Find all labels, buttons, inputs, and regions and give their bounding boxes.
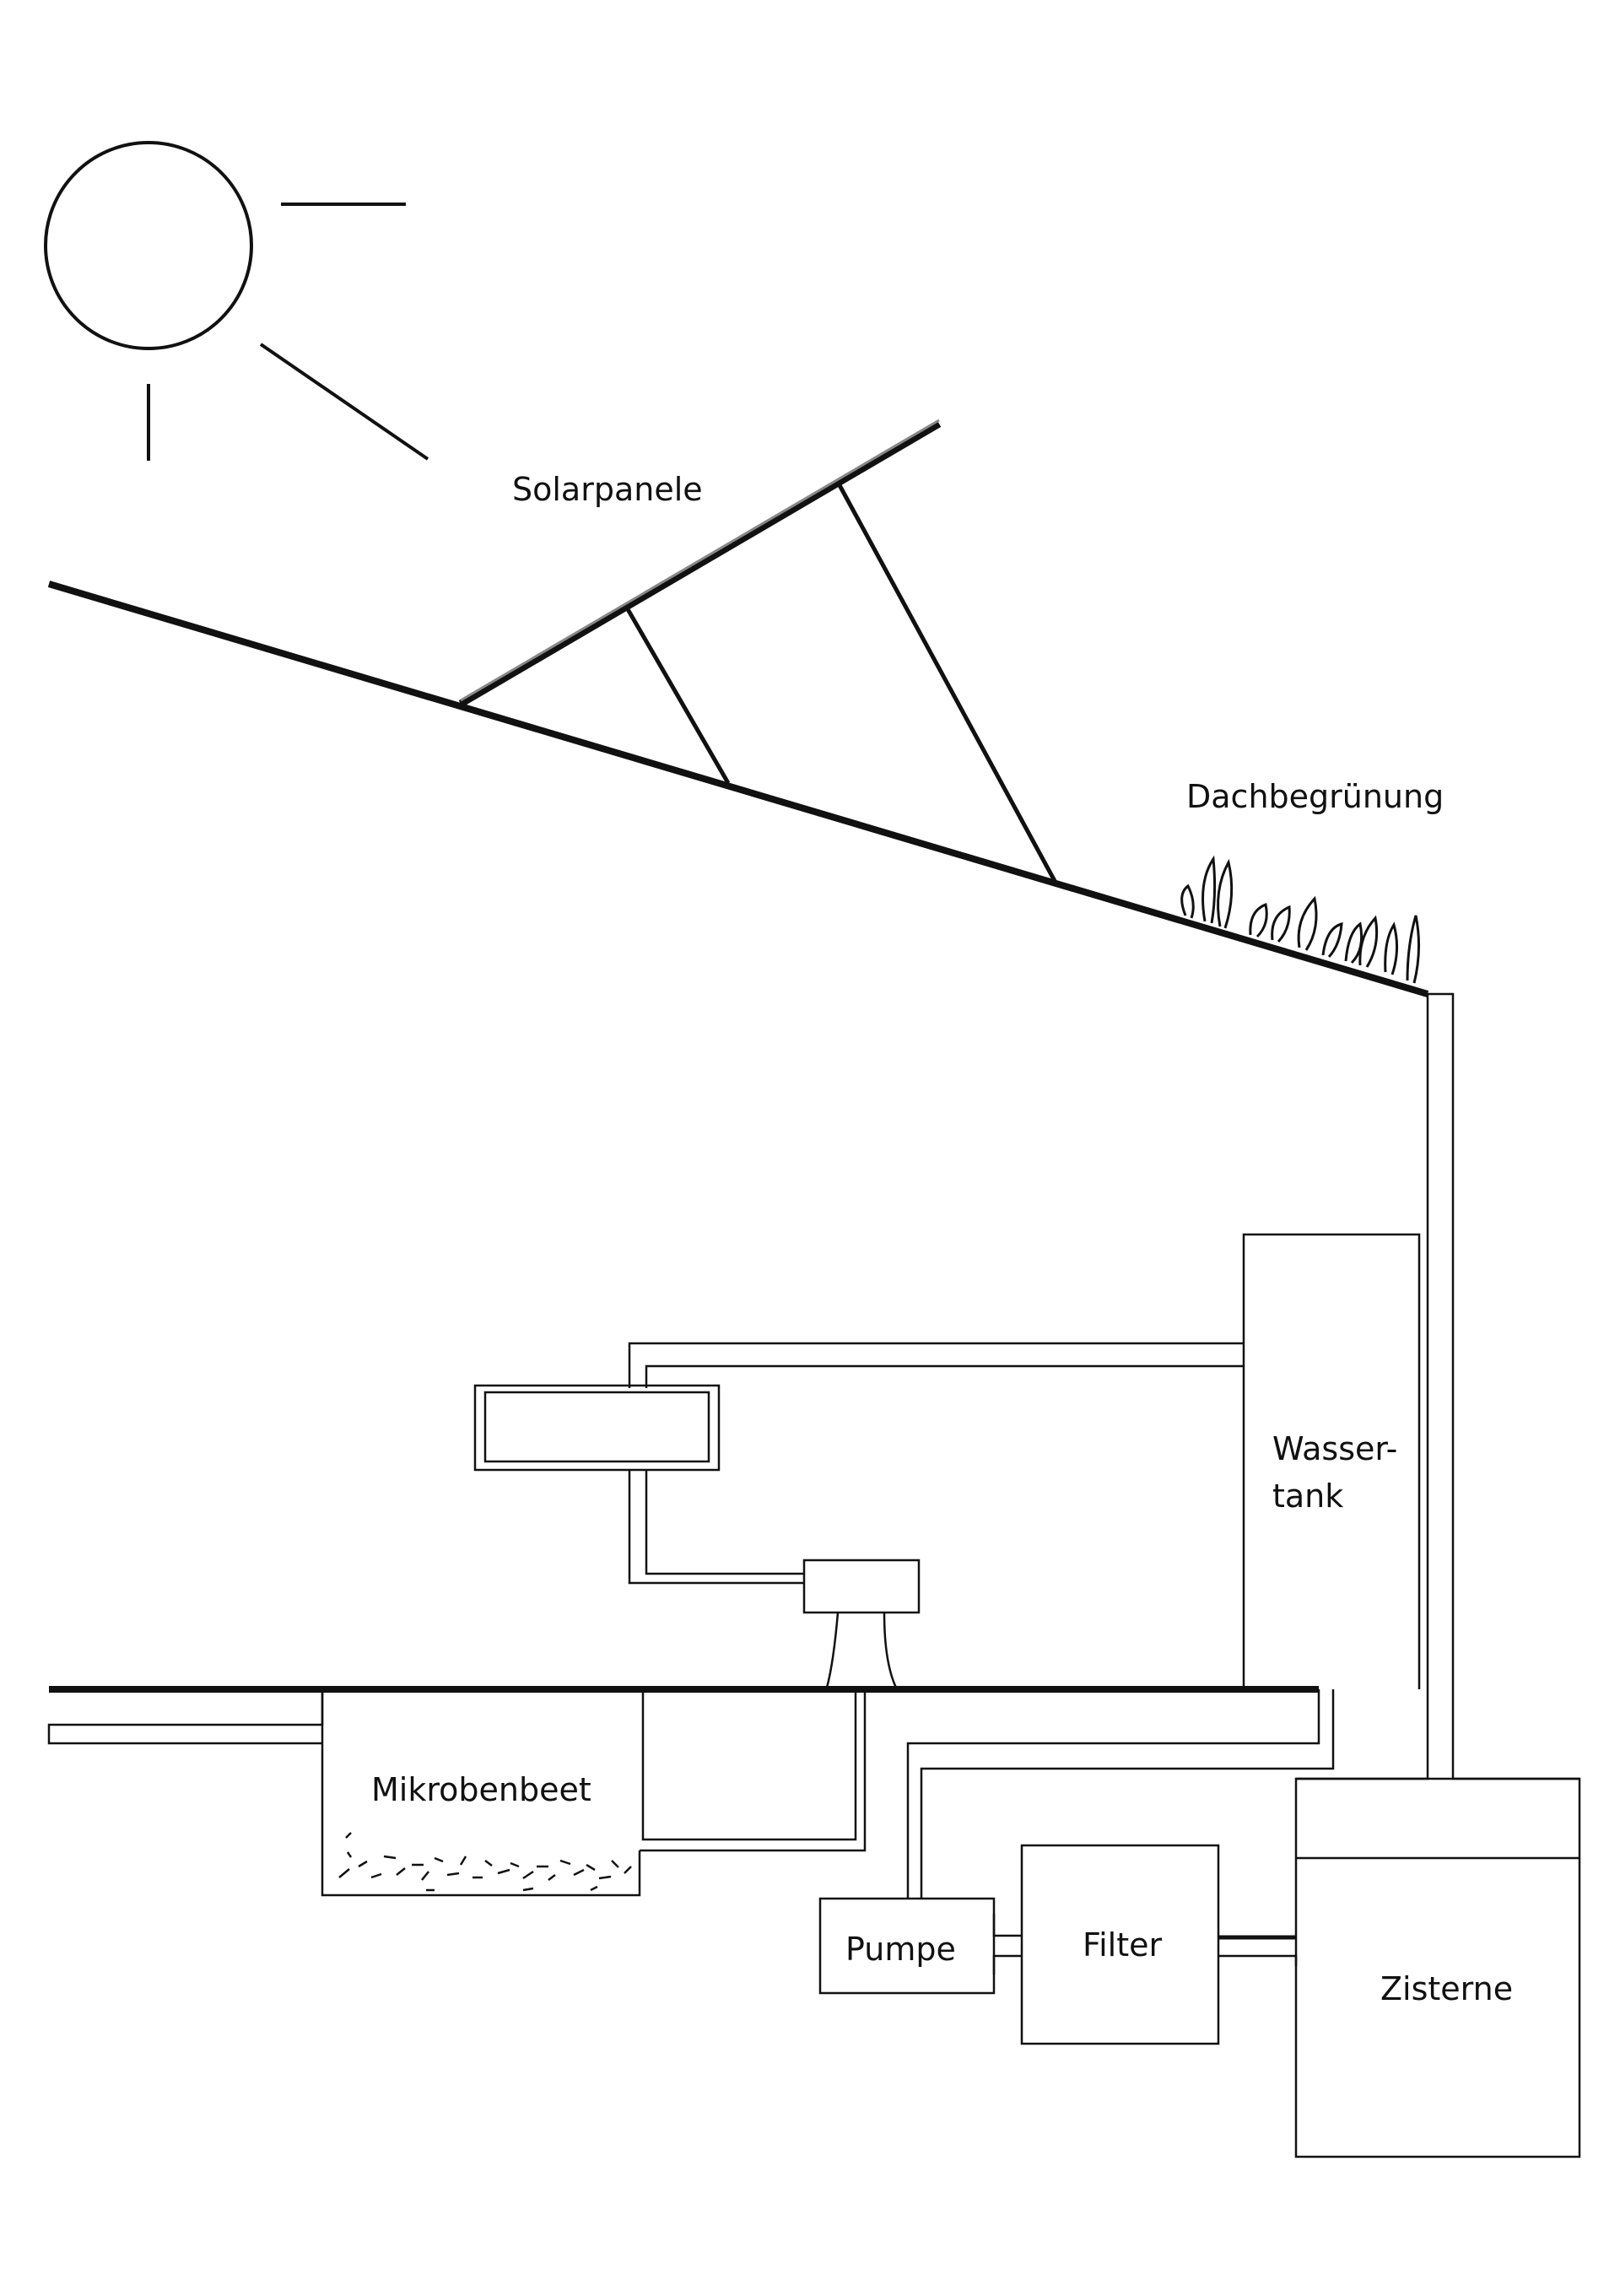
solar-panel-strut <box>625 608 731 785</box>
solar-panel-strut <box>837 484 1057 883</box>
faucet-unit <box>802 1559 921 1688</box>
cistern <box>1294 1777 1581 2158</box>
solar-panel <box>458 419 1057 883</box>
label-water-tank-line1: Wasser- <box>1272 1430 1397 1467</box>
label-filter: Filter <box>1083 1926 1162 1964</box>
roof-plants-icon <box>1180 855 1421 984</box>
solar-panel-surface <box>460 419 940 702</box>
supply-pipe <box>628 1342 1244 1585</box>
sun-icon <box>44 141 429 461</box>
water-tank <box>1242 1233 1421 1689</box>
pump-filter-connector <box>992 1914 1022 1975</box>
sun-disc <box>44 141 253 350</box>
downpipe <box>1296 992 1580 1780</box>
label-cistern: Zisterne <box>1380 1970 1513 2007</box>
microbe-bed <box>321 1693 867 1897</box>
pump-box <box>818 1897 996 1995</box>
label-green-roof: Dachbegrünung <box>1186 778 1444 815</box>
sun-ray <box>259 343 429 461</box>
label-solar-panels: Solarpanele <box>512 471 703 508</box>
upper-trough <box>473 1384 721 1472</box>
label-water-tank-line2: tank <box>1272 1478 1343 1515</box>
label-microbe-bed: Mikrobenbeet <box>371 1771 591 1808</box>
drain-pipe <box>47 1693 324 1745</box>
filter-cistern-connector <box>1218 1935 1298 1966</box>
microbe-bed-texture <box>338 1832 632 1892</box>
pump-pipe <box>906 1689 1335 1899</box>
label-pump: Pumpe <box>845 1931 956 1968</box>
roof-line <box>47 581 1429 997</box>
filter-box <box>1020 1844 1220 2045</box>
